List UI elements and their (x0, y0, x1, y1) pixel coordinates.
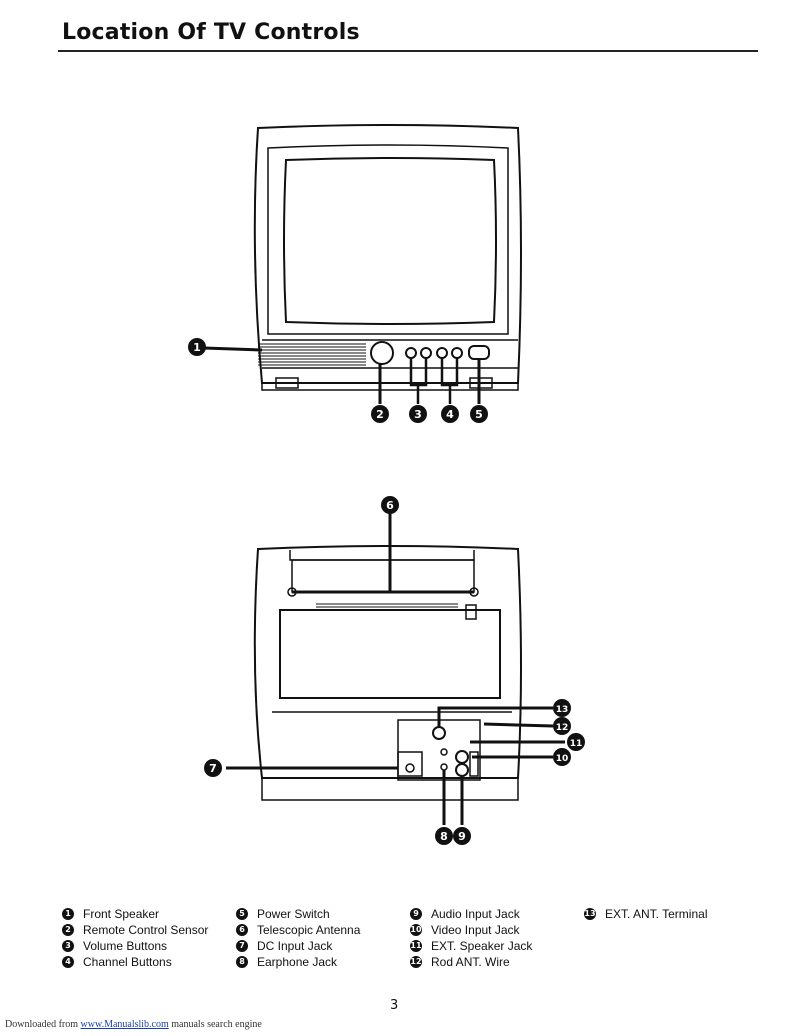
legend-label: Earphone Jack (257, 955, 338, 969)
legend-label: Audio Input Jack (431, 907, 520, 921)
legend-label: Front Speaker (83, 907, 160, 921)
front-leaders (203, 346, 481, 404)
legend-number: 11 (410, 940, 422, 952)
callout-12: 12 (553, 717, 571, 735)
callout-label-9: 9 (458, 830, 466, 843)
dc-input-jack-box (397, 751, 423, 777)
remote-sensor-knob (370, 341, 394, 365)
front-speaker-grille (258, 343, 366, 366)
legend-number: 12 (410, 956, 422, 968)
callout-label-6: 6 (386, 499, 394, 512)
legend-column-4: 13 EXT. ANT. Terminal (584, 906, 707, 922)
legend-label: EXT. Speaker Jack (431, 939, 533, 953)
legend-label: EXT. ANT. Terminal (605, 907, 708, 921)
callout-label-8: 8 (440, 830, 448, 843)
callout-label-5: 5 (475, 408, 483, 421)
legend-number: 2 (62, 924, 74, 936)
callout-3: 3 (409, 405, 427, 423)
legend-number: 6 (236, 924, 248, 936)
callout-5: 5 (470, 405, 488, 423)
callout-label-10: 10 (556, 754, 569, 764)
legend-item: 5 Power Switch (236, 906, 360, 922)
callout-label-7: 7 (209, 762, 217, 775)
callout-6: 6 (381, 496, 399, 514)
footer: Downloaded from www.Manualslib.com manua… (5, 1019, 262, 1030)
callout-label-11: 11 (570, 739, 583, 749)
legend-number: 13 (584, 908, 596, 920)
page-number: 3 (390, 998, 399, 1013)
callout-11: 11 (567, 733, 585, 751)
legend-number: 9 (410, 908, 422, 920)
footer-link[interactable]: www.Manualslib.com (80, 1019, 169, 1030)
legend-item: 9 Audio Input Jack (410, 906, 532, 922)
legend-item: 10 Video Input Jack (410, 922, 532, 938)
callout-9: 9 (453, 827, 471, 845)
callout-1: 1 (188, 338, 206, 356)
callout-label-4: 4 (446, 408, 454, 421)
callout-10: 10 (553, 748, 571, 766)
footer-suffix: manuals search engine (171, 1019, 262, 1030)
legend-number: 8 (236, 956, 248, 968)
legend-label: Rod ANT. Wire (431, 955, 510, 969)
legend-item: 8 Earphone Jack (236, 954, 360, 970)
legend-number: 7 (236, 940, 248, 952)
callout-8: 8 (435, 827, 453, 845)
legend-label: Channel Buttons (83, 955, 172, 969)
legend-item: 2 Remote Control Sensor (62, 922, 208, 938)
tv-rear-view (253, 545, 522, 801)
legend-item: 13 EXT. ANT. Terminal (584, 906, 707, 922)
title-rule (58, 50, 758, 52)
legend-number: 10 (410, 924, 422, 936)
callout-label-3: 3 (414, 408, 422, 421)
callout-label-1: 1 (193, 341, 201, 354)
legend-label: Telescopic Antenna (257, 923, 361, 937)
callout-label-2: 2 (376, 408, 384, 421)
callout-label-13: 13 (556, 705, 569, 715)
legend-label: Video Input Jack (431, 923, 520, 937)
rear-leaders (226, 512, 565, 825)
legend-column-2: 5 Power Switch 6 Telescopic Antenna 7 DC In… (236, 906, 360, 970)
ext-ant-terminal (432, 726, 446, 740)
legend-label: DC Input Jack (257, 939, 333, 953)
tv-front-view (253, 124, 522, 391)
legend-item: 6 Telescopic Antenna (236, 922, 360, 938)
legend-label: Power Switch (257, 907, 330, 921)
legend-number: 1 (62, 908, 74, 920)
legend-number: 3 (62, 940, 74, 952)
legend-label: Remote Control Sensor (83, 923, 209, 937)
legend-number: 4 (62, 956, 74, 968)
legend-column-3: 9 Audio Input Jack 10 Video Input Jack 11 E… (410, 906, 532, 970)
legend-item: 12 Rod ANT. Wire (410, 954, 532, 970)
callout-2: 2 (371, 405, 389, 423)
legend-item: 4 Channel Buttons (62, 954, 208, 970)
callout-label-12: 12 (556, 723, 569, 733)
callout-4: 4 (441, 405, 459, 423)
callout-7: 7 (204, 759, 222, 777)
footer-prefix: Downloaded from (5, 1019, 79, 1030)
legend-number: 5 (236, 908, 248, 920)
legend-item: 7 DC Input Jack (236, 938, 360, 954)
legend-item: 3 Volume Buttons (62, 938, 208, 954)
legend-item: 11 EXT. Speaker Jack (410, 938, 532, 954)
callout-13: 13 (553, 699, 571, 717)
page-title: Location Of TV Controls (62, 20, 360, 45)
legend-label: Volume Buttons (83, 939, 168, 953)
legend-item: 1 Front Speaker (62, 906, 208, 922)
